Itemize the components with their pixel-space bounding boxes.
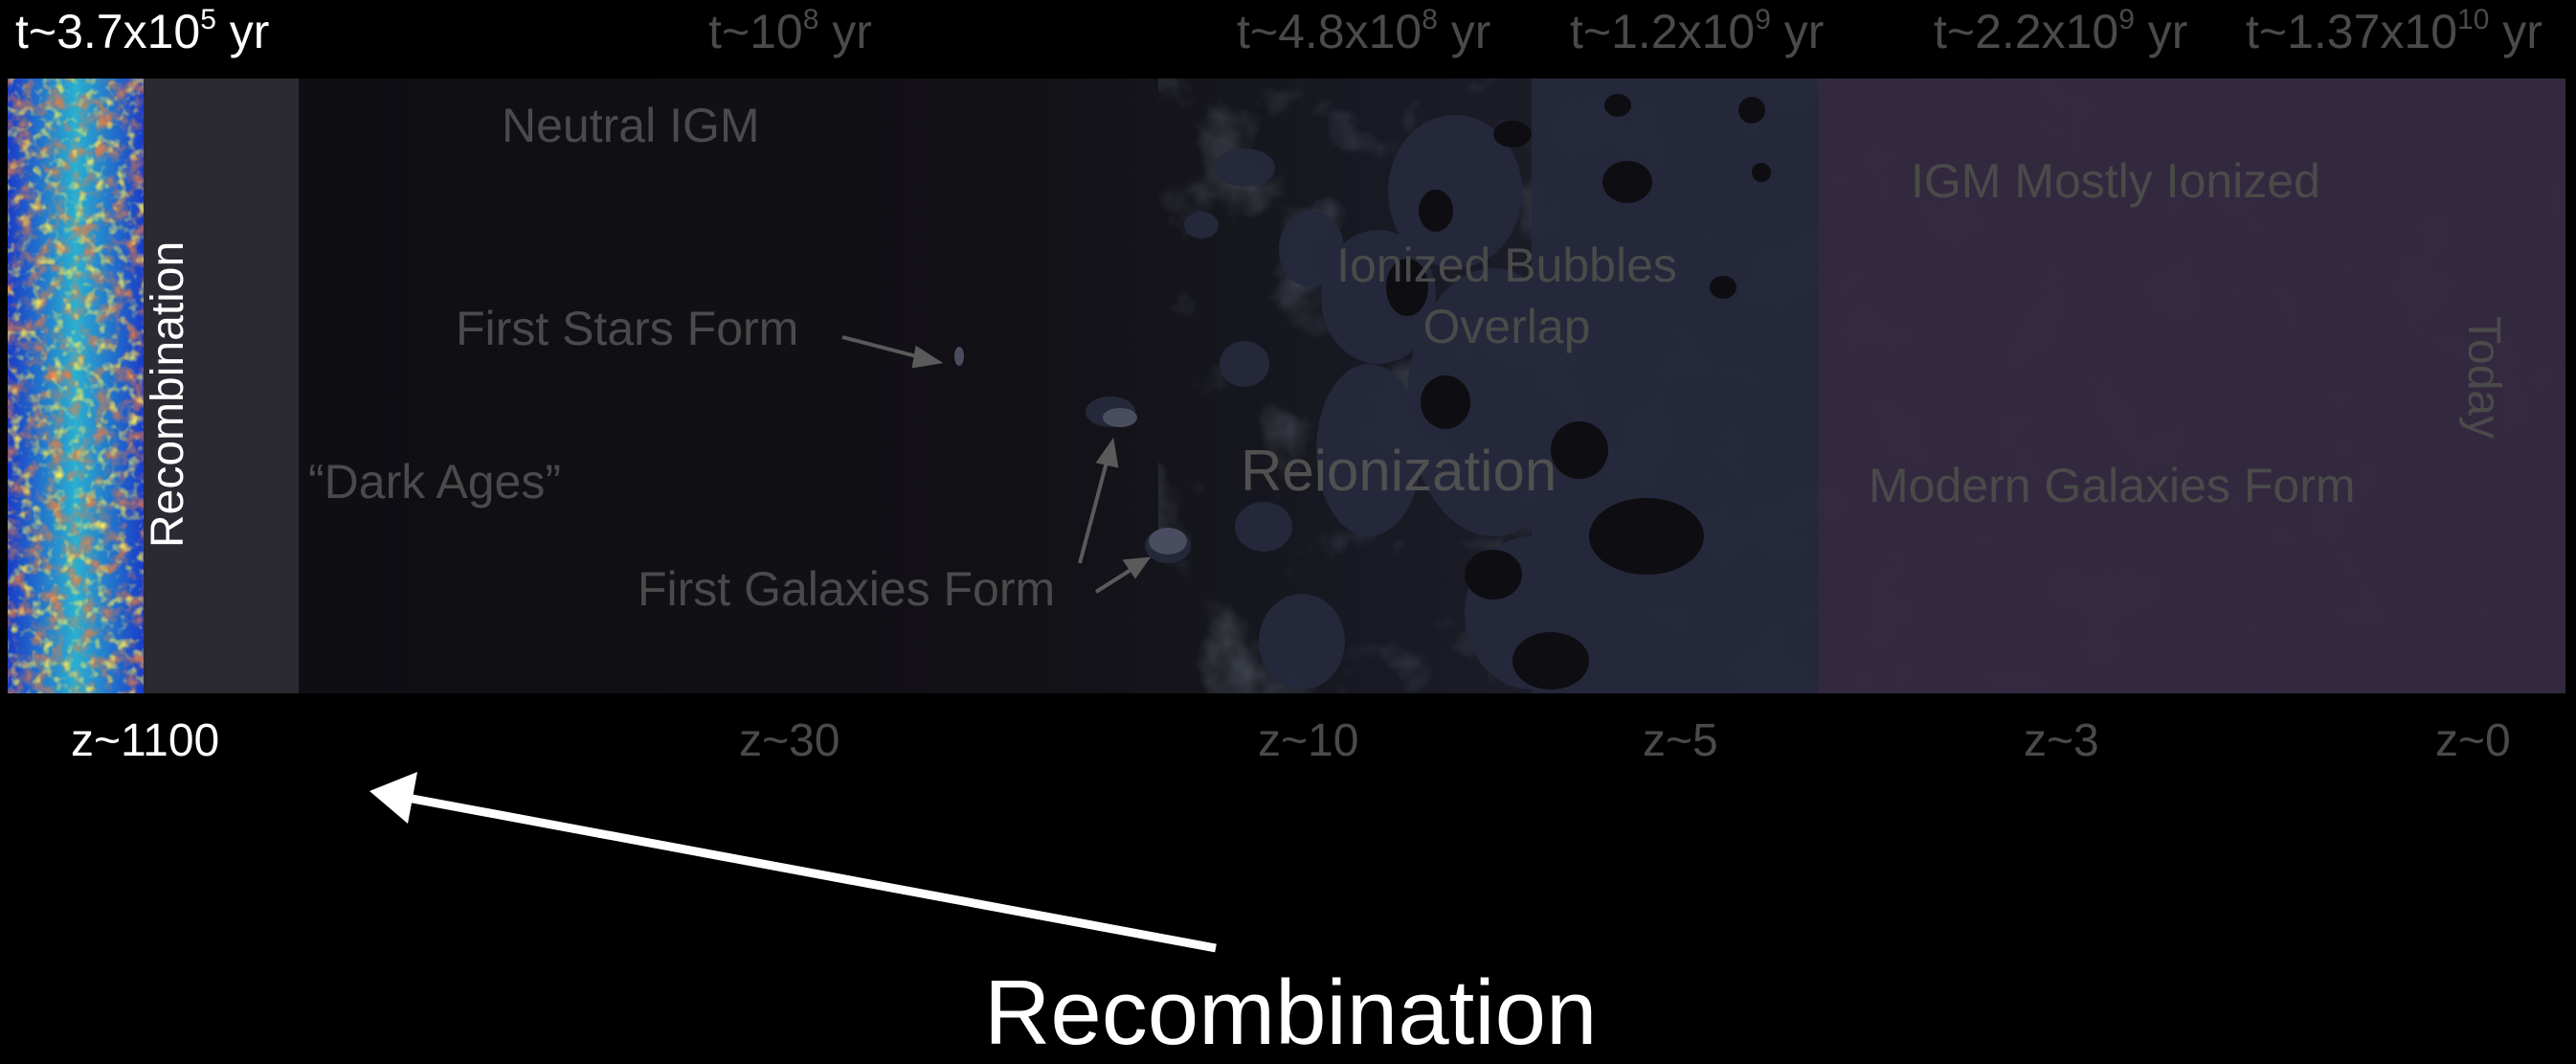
first-galaxies-arrowhead-up [1095, 437, 1119, 468]
time-label-reionization: t~4.8x108 yr [1237, 4, 1491, 58]
redshift-label-1100: z~1100 [71, 715, 220, 766]
ionized-bubbles-line1: Ionized Bubbles [1336, 238, 1677, 292]
cmb-map [8, 79, 144, 693]
first-stars-label: First Stars Form [456, 302, 799, 355]
recombination-band [144, 79, 299, 693]
ionized-bubbles-label: Ionized Bubbles Overlap [1325, 241, 1689, 351]
panel-arrows [841, 335, 1152, 594]
redshift-label-5: z~5 [1643, 715, 1718, 766]
recombination-callout-label: Recombination [984, 962, 1598, 1064]
time-label-first-stars: t~108 yr [708, 4, 872, 58]
first-galaxies-label: First Galaxies Form [638, 562, 1056, 616]
first-galaxies-arrow-up [1078, 454, 1110, 564]
time-label-mostly-ionized: t~2.2x109 yr [1934, 4, 2188, 58]
time-label-bubbles: t~1.2x109 yr [1570, 4, 1825, 58]
recombination-callout-arrow [370, 772, 1217, 953]
time-label-recombination: t~3.7x105 yr [15, 4, 270, 58]
first-galaxies-arrowhead-right [1122, 556, 1152, 579]
igm-mostly-ionized-label: IGM Mostly Ionized [1911, 154, 2320, 208]
reionization-label: Reionization [1241, 439, 1557, 503]
redshift-label-0: z~0 [2435, 715, 2511, 766]
dark-ages-label: “Dark Ages” [308, 455, 561, 509]
time-label-today: t~1.37x1010 yr [2246, 4, 2542, 58]
modern-galaxies-label: Modern Galaxies Form [1869, 459, 2356, 512]
first-galaxies-arrow-right [1094, 565, 1137, 594]
ionized-bubbles-line2: Overlap [1422, 300, 1591, 353]
redshift-label-30: z~30 [739, 715, 840, 766]
modern-era-tint [1819, 79, 2565, 693]
recombination-vertical-label: Recombination [143, 240, 193, 548]
neutral-holes [1386, 94, 1771, 690]
today-label: Today [2458, 316, 2509, 440]
neutral-igm-label: Neutral IGM [502, 99, 760, 152]
first-stars-arrow [841, 335, 925, 360]
redshift-label-10: z~10 [1258, 715, 1359, 766]
first-stars-arrowhead [911, 345, 944, 369]
redshift-label-3: z~3 [2024, 715, 2099, 766]
first-objects [954, 347, 1187, 555]
